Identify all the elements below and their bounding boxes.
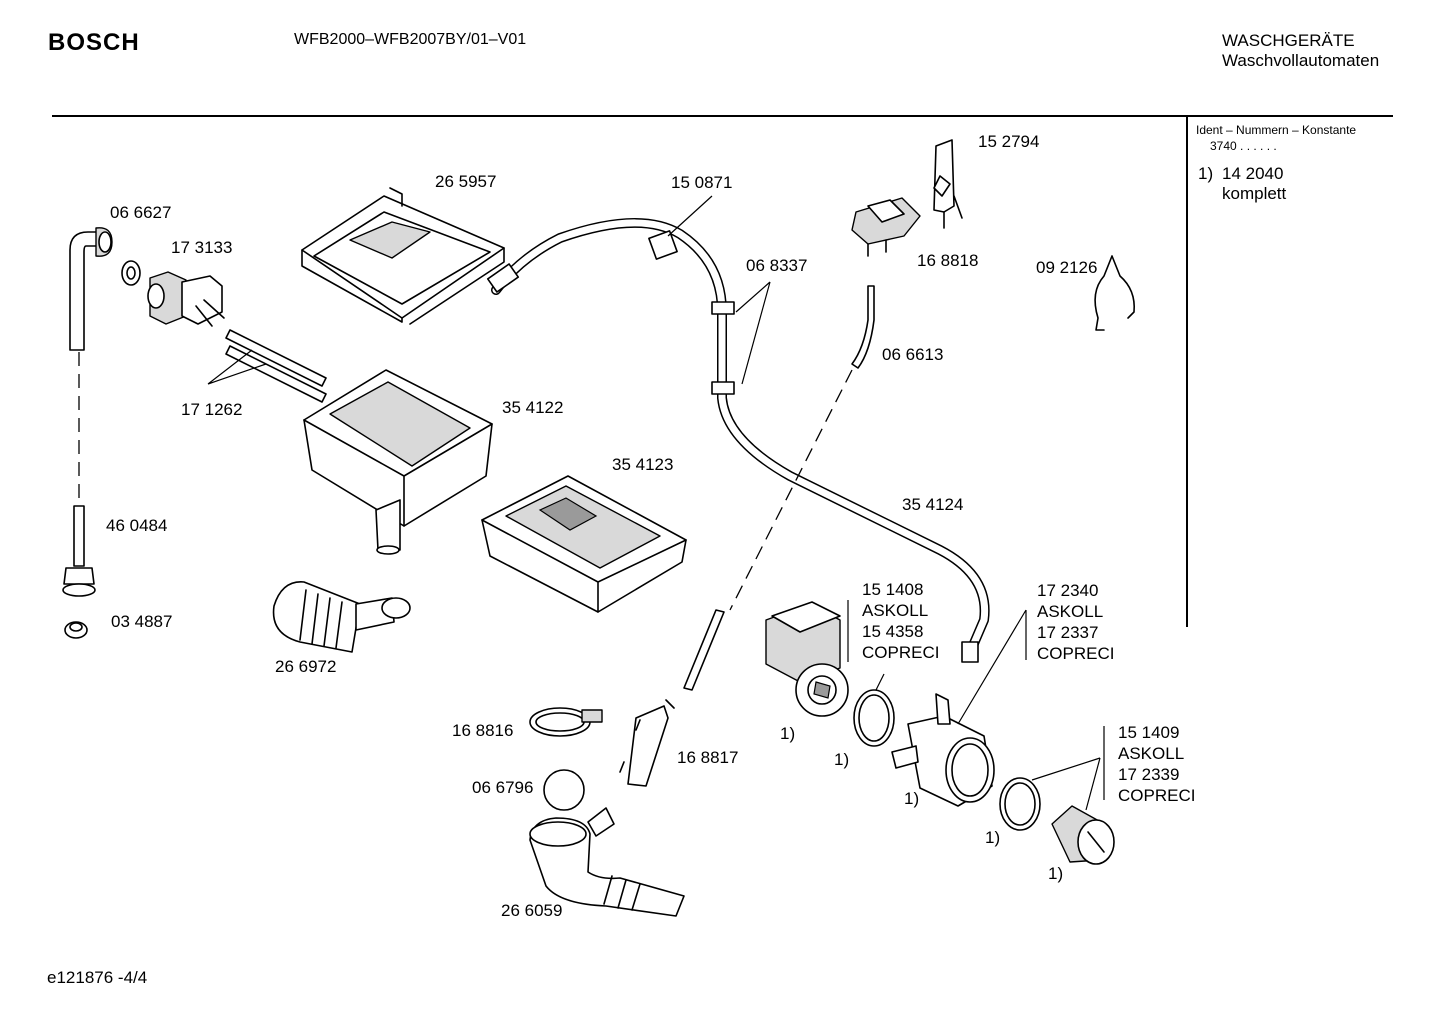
- footnote-marker: 1): [1048, 864, 1064, 883]
- trap-ref-line: 17 2337: [1037, 623, 1099, 642]
- hose-pieces-icon: [207, 329, 327, 403]
- part-label: 03 4887: [111, 612, 173, 631]
- cap-nut-icon: [64, 621, 88, 639]
- part-label: 16 8818: [917, 251, 979, 270]
- trap-ref-line: COPRECI: [1037, 644, 1115, 663]
- part-label: 35 4124: [902, 495, 964, 514]
- part-label: 09 2126: [1036, 258, 1098, 277]
- footnote-marker: 1): [834, 750, 850, 769]
- hose-clip-icon: [1094, 255, 1136, 331]
- filter-ref-line: ASKOLL: [1118, 744, 1185, 763]
- inlet-valve-icon: [147, 271, 225, 327]
- sump-hose-icon: [529, 807, 685, 917]
- dispenser-box-icon: [303, 369, 493, 555]
- check-ball-icon: [543, 769, 585, 811]
- hose-clamp-icon: [529, 707, 603, 737]
- pump-ref-line: ASKOLL: [862, 601, 929, 620]
- part-label: 06 8337: [746, 256, 808, 275]
- part-label: 16 8816: [452, 721, 514, 740]
- mounting-bracket-icon: [933, 139, 963, 229]
- ident-value: 3740 . . . . . .: [1210, 139, 1277, 153]
- drain-hose-icon: [486, 195, 990, 663]
- pump-filter-icon: [1031, 726, 1115, 865]
- category-subtitle: Waschvollautomaten: [1222, 51, 1380, 70]
- part-label: 17 3133: [171, 238, 233, 257]
- pump-trap-icon: [891, 609, 1027, 807]
- pump-reference-block: 15 1408 ASKOLL 15 4358 COPRECI: [862, 579, 939, 663]
- drawing-id: e121876 -4/4: [47, 968, 148, 987]
- trap-reference-block: 17 2340 ASKOLL 17 2337 COPRECI: [1037, 580, 1114, 664]
- filter-ref-line: 15 1409: [1118, 723, 1180, 742]
- part-label: 06 6796: [472, 778, 534, 797]
- filter-ref-line: COPRECI: [1118, 786, 1196, 805]
- trap-ref-line: ASKOLL: [1037, 602, 1104, 621]
- pressure-switch-icon: [851, 197, 921, 257]
- part-label: 15 0871: [671, 173, 733, 192]
- part-label: 16 8817: [677, 748, 739, 767]
- pump-oring-icon: [853, 673, 895, 747]
- pump-ref-line: 15 1408: [862, 580, 924, 599]
- footnote-marker: 1): [985, 828, 1001, 847]
- brand-logo: BOSCH: [48, 29, 140, 56]
- part-label: 06 6627: [110, 203, 172, 222]
- part-label: 35 4123: [612, 455, 674, 474]
- ident-title: Ident – Nummern – Konstante: [1196, 123, 1357, 137]
- part-label: 35 4122: [502, 398, 564, 417]
- filter-reference-block: 15 1409 ASKOLL 17 2339 COPRECI: [1118, 722, 1195, 806]
- part-label: 26 6972: [275, 657, 337, 676]
- drain-foot-icon: [62, 505, 96, 597]
- part-label: 17 1262: [181, 400, 243, 419]
- note-marker: 1): [1198, 164, 1214, 183]
- note-part-number: 14 2040: [1222, 164, 1284, 183]
- pump-ref-line: 15 4358: [862, 622, 924, 641]
- note-text: komplett: [1222, 184, 1287, 203]
- category-title: WASCHGERÄTE: [1222, 31, 1355, 50]
- model-number: WFB2000–WFB2007BY/01–V01: [294, 31, 527, 48]
- pump-ref-line: COPRECI: [862, 643, 940, 662]
- footnote-marker: 1): [904, 789, 920, 808]
- trap-ref-line: 17 2340: [1037, 581, 1099, 600]
- footnote-marker: 1): [780, 724, 796, 743]
- header-divider: [52, 115, 1393, 117]
- filter-ref-line: 17 2339: [1118, 765, 1180, 784]
- part-label: 15 2794: [978, 132, 1040, 151]
- seal-ring-icon: [121, 260, 141, 286]
- level-sensor-icon: [619, 699, 675, 787]
- part-label: 06 6613: [882, 345, 944, 364]
- pressure-tube-icon: [683, 285, 875, 691]
- sidebar-divider: [1186, 117, 1188, 627]
- drawer-cover-icon: [301, 187, 505, 325]
- part-label: 46 0484: [106, 516, 168, 535]
- detergent-drawer-icon: [481, 475, 687, 613]
- bellows-hose-icon: [272, 581, 411, 653]
- drain-pump-icon: [765, 600, 849, 717]
- part-label: 26 6059: [501, 901, 563, 920]
- part-label: 26 5957: [435, 172, 497, 191]
- filter-oring-icon: [999, 777, 1041, 831]
- inlet-elbow-icon: [69, 227, 113, 351]
